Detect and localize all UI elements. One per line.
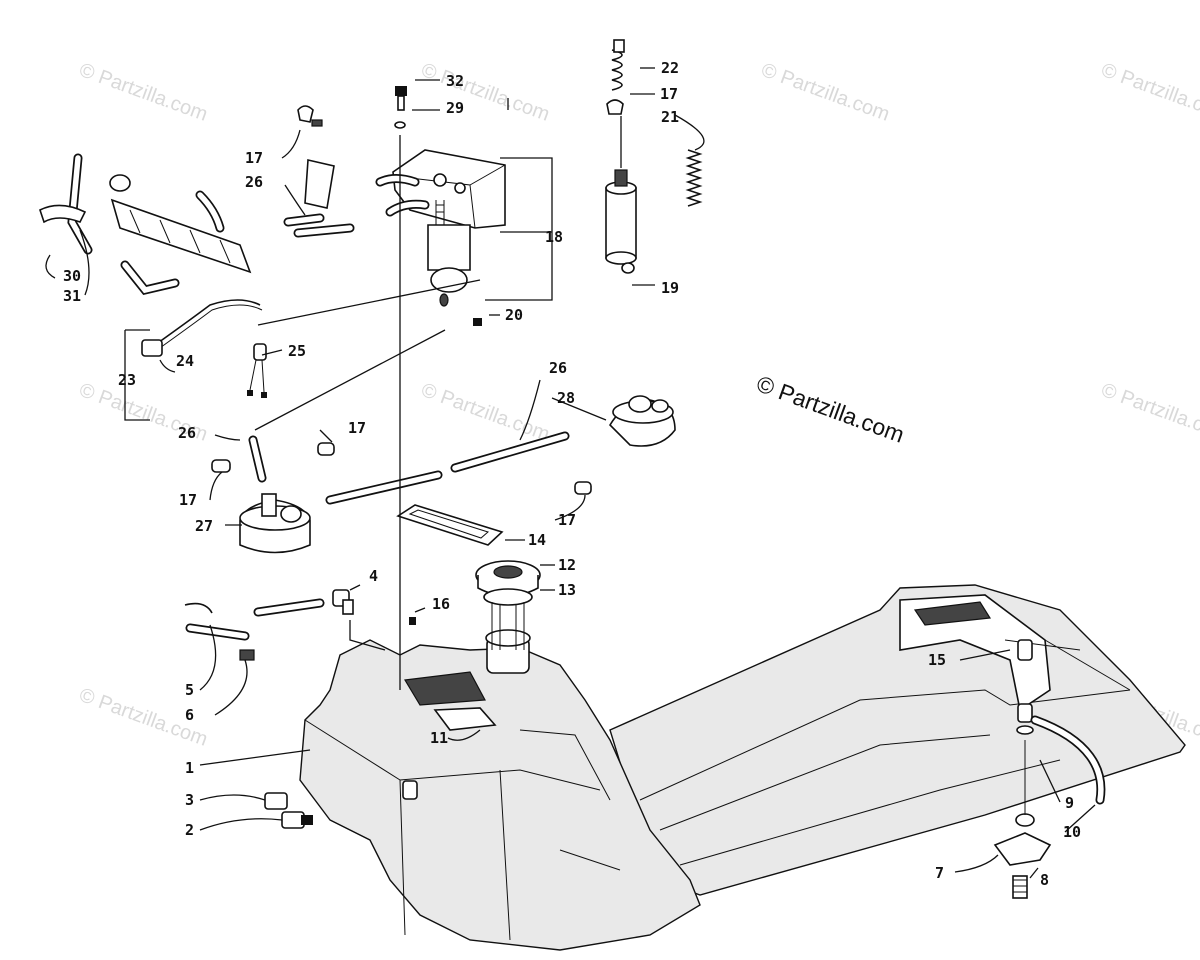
callout-5: 5 bbox=[185, 681, 194, 699]
watermark: © Partzilla.com bbox=[76, 59, 210, 126]
callout-15: 15 bbox=[928, 651, 946, 669]
callout-3: 3 bbox=[185, 791, 194, 809]
drain-plug bbox=[264, 780, 418, 829]
callout-19: 19 bbox=[661, 279, 679, 297]
callout-20: 20 bbox=[505, 306, 523, 324]
callout-31: 31 bbox=[63, 287, 81, 305]
callout-4: 4 bbox=[369, 567, 378, 585]
filler-cap bbox=[475, 560, 541, 650]
callout-28: 28 bbox=[557, 389, 575, 407]
clamp-17 bbox=[574, 481, 592, 495]
callout-27: 27 bbox=[195, 517, 213, 535]
tank-opening bbox=[404, 671, 486, 706]
watermark: © Partzilla.com bbox=[418, 379, 552, 446]
callout-17: 17 bbox=[245, 149, 263, 167]
mount-hardware bbox=[993, 639, 1106, 899]
callout-14: 14 bbox=[528, 531, 546, 549]
callout-30: 30 bbox=[63, 267, 81, 285]
callout-17: 17 bbox=[179, 491, 197, 509]
watermark: © Partzilla.com bbox=[1098, 59, 1200, 126]
nut-20 bbox=[473, 318, 482, 326]
watermark: © Partzilla.com bbox=[418, 59, 552, 126]
callout-17: 17 bbox=[660, 85, 678, 103]
callout-24: 24 bbox=[176, 352, 194, 370]
callout-29: 29 bbox=[446, 99, 464, 117]
callout-8: 8 bbox=[1040, 871, 1049, 889]
callout-26: 26 bbox=[245, 173, 263, 191]
fuel-pump-27 bbox=[239, 435, 443, 554]
fuel-rail bbox=[39, 153, 252, 296]
callout-17: 17 bbox=[348, 419, 366, 437]
screw-32 bbox=[394, 86, 407, 129]
watermark: © Partzilla.com bbox=[1098, 379, 1200, 446]
vent-hose bbox=[184, 589, 354, 661]
leader-lines bbox=[45, 67, 1096, 879]
fuel-pump-assembly bbox=[375, 149, 506, 307]
callout-2: 2 bbox=[185, 821, 194, 839]
callout-26: 26 bbox=[549, 359, 567, 377]
callout-32: 32 bbox=[446, 72, 464, 90]
fuel-pump-19 bbox=[605, 169, 637, 274]
wiring-harness bbox=[141, 299, 267, 398]
callout-16: 16 bbox=[432, 595, 450, 613]
copyright-label: © Partzilla.com bbox=[753, 370, 908, 447]
callout-18: 18 bbox=[545, 228, 563, 246]
callouts: 1 2 3 4 5 6 7 8 9 10 11 12 13 14 15 16 1… bbox=[63, 59, 1081, 889]
callout-1: 1 bbox=[185, 759, 194, 777]
gasket bbox=[396, 504, 504, 546]
callout-10: 10 bbox=[1063, 823, 1081, 841]
fuel-tank bbox=[299, 584, 1186, 951]
callout-22: 22 bbox=[661, 59, 679, 77]
callout-7: 7 bbox=[935, 864, 944, 882]
screw-16 bbox=[409, 617, 416, 625]
callout-13: 13 bbox=[558, 581, 576, 599]
callout-11: 11 bbox=[430, 729, 448, 747]
callout-23: 23 bbox=[118, 371, 136, 389]
phantom-lines bbox=[124, 98, 622, 690]
callout-26: 26 bbox=[178, 424, 196, 442]
clamp-17 bbox=[211, 459, 231, 473]
callout-17: 17 bbox=[558, 511, 576, 529]
callout-25: 25 bbox=[288, 342, 306, 360]
hose-22 bbox=[606, 39, 625, 115]
clamp-17 bbox=[317, 442, 335, 456]
callout-21: 21 bbox=[661, 108, 679, 126]
watermark: © Partzilla.com bbox=[758, 59, 892, 126]
clamp-17 bbox=[297, 105, 323, 127]
callout-6: 6 bbox=[185, 706, 194, 724]
hose-26-upper bbox=[283, 159, 355, 238]
callout-12: 12 bbox=[558, 556, 576, 574]
spring-21 bbox=[685, 149, 703, 207]
fuel-pump-28 bbox=[450, 395, 676, 473]
callout-9: 9 bbox=[1065, 794, 1074, 812]
